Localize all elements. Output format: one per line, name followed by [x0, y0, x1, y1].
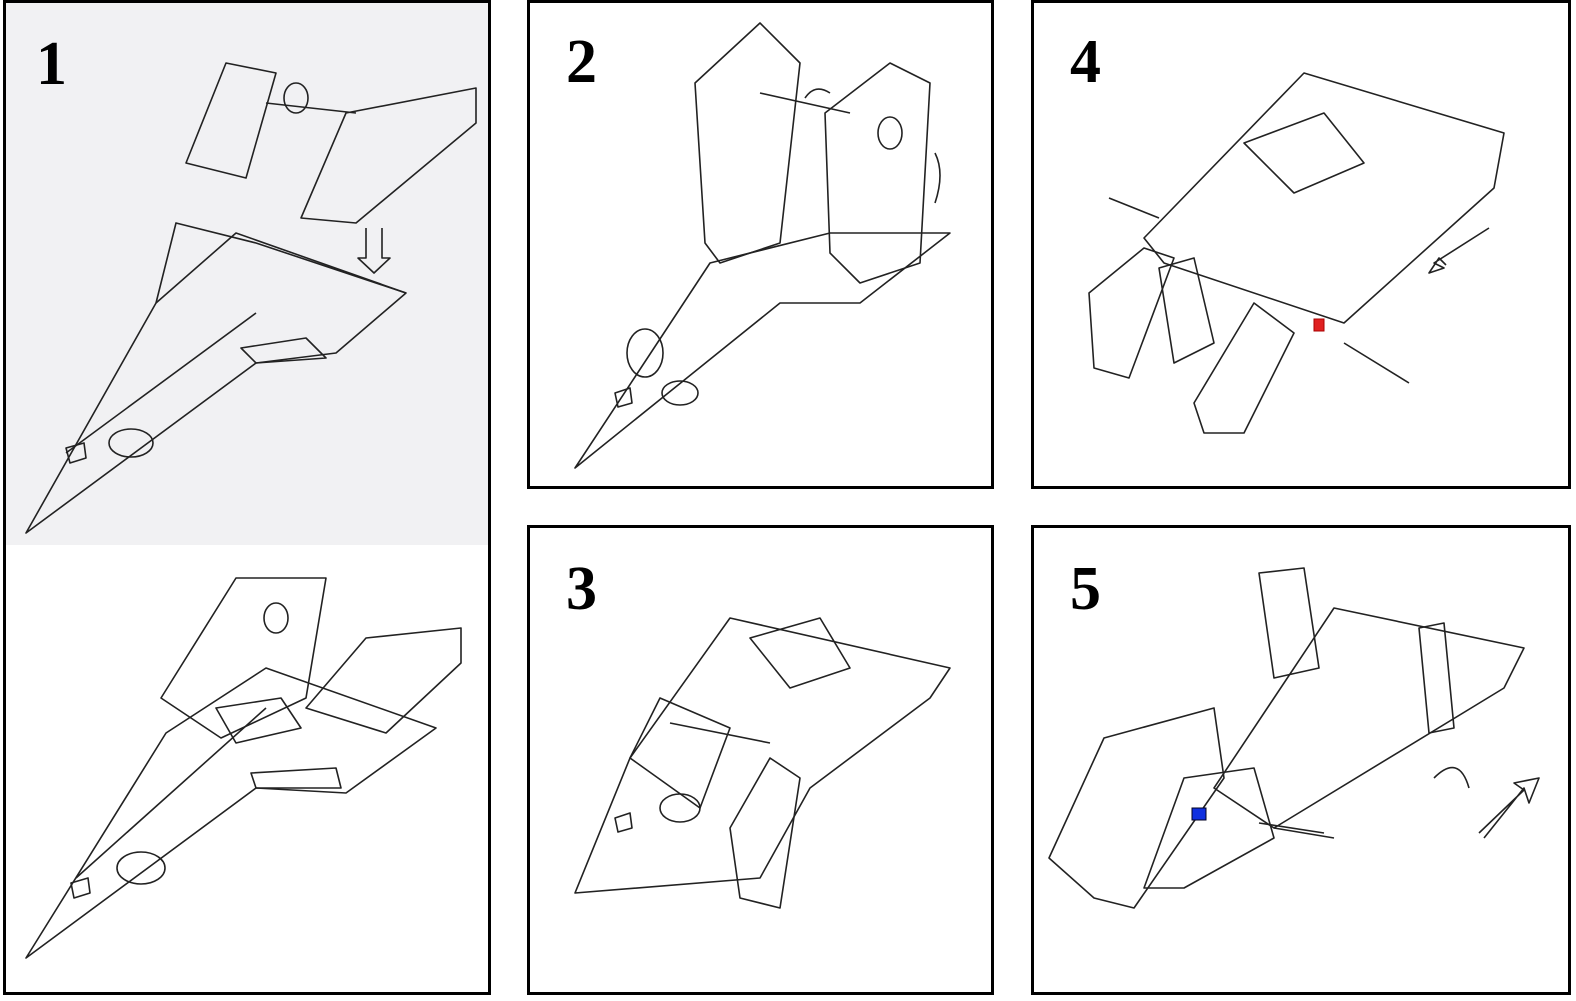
step-number: 3: [566, 555, 597, 623]
step-number: 5: [1070, 555, 1101, 623]
red-marker: [1313, 318, 1325, 332]
step-2-panel: 2: [527, 0, 994, 489]
step-1-panel: 1: [3, 0, 491, 995]
step-4-panel: 4: [1031, 0, 1571, 489]
step-number: 2: [566, 28, 597, 96]
ship-sketch-assembled: [25, 577, 462, 959]
step-number: 1: [36, 30, 67, 98]
step-3-panel: 3: [527, 525, 994, 995]
step-5-panel: 5: [1031, 525, 1571, 995]
ship-sketch-step-2: [574, 22, 951, 469]
ship-sketch-step-3: [574, 617, 951, 909]
ship-sketch-step-5: [1048, 567, 1540, 909]
step-number: 4: [1070, 28, 1101, 96]
blue-marker: [1191, 807, 1207, 821]
ship-sketch-separated: [25, 62, 477, 534]
ship-sketch-step-4: [1088, 72, 1505, 434]
